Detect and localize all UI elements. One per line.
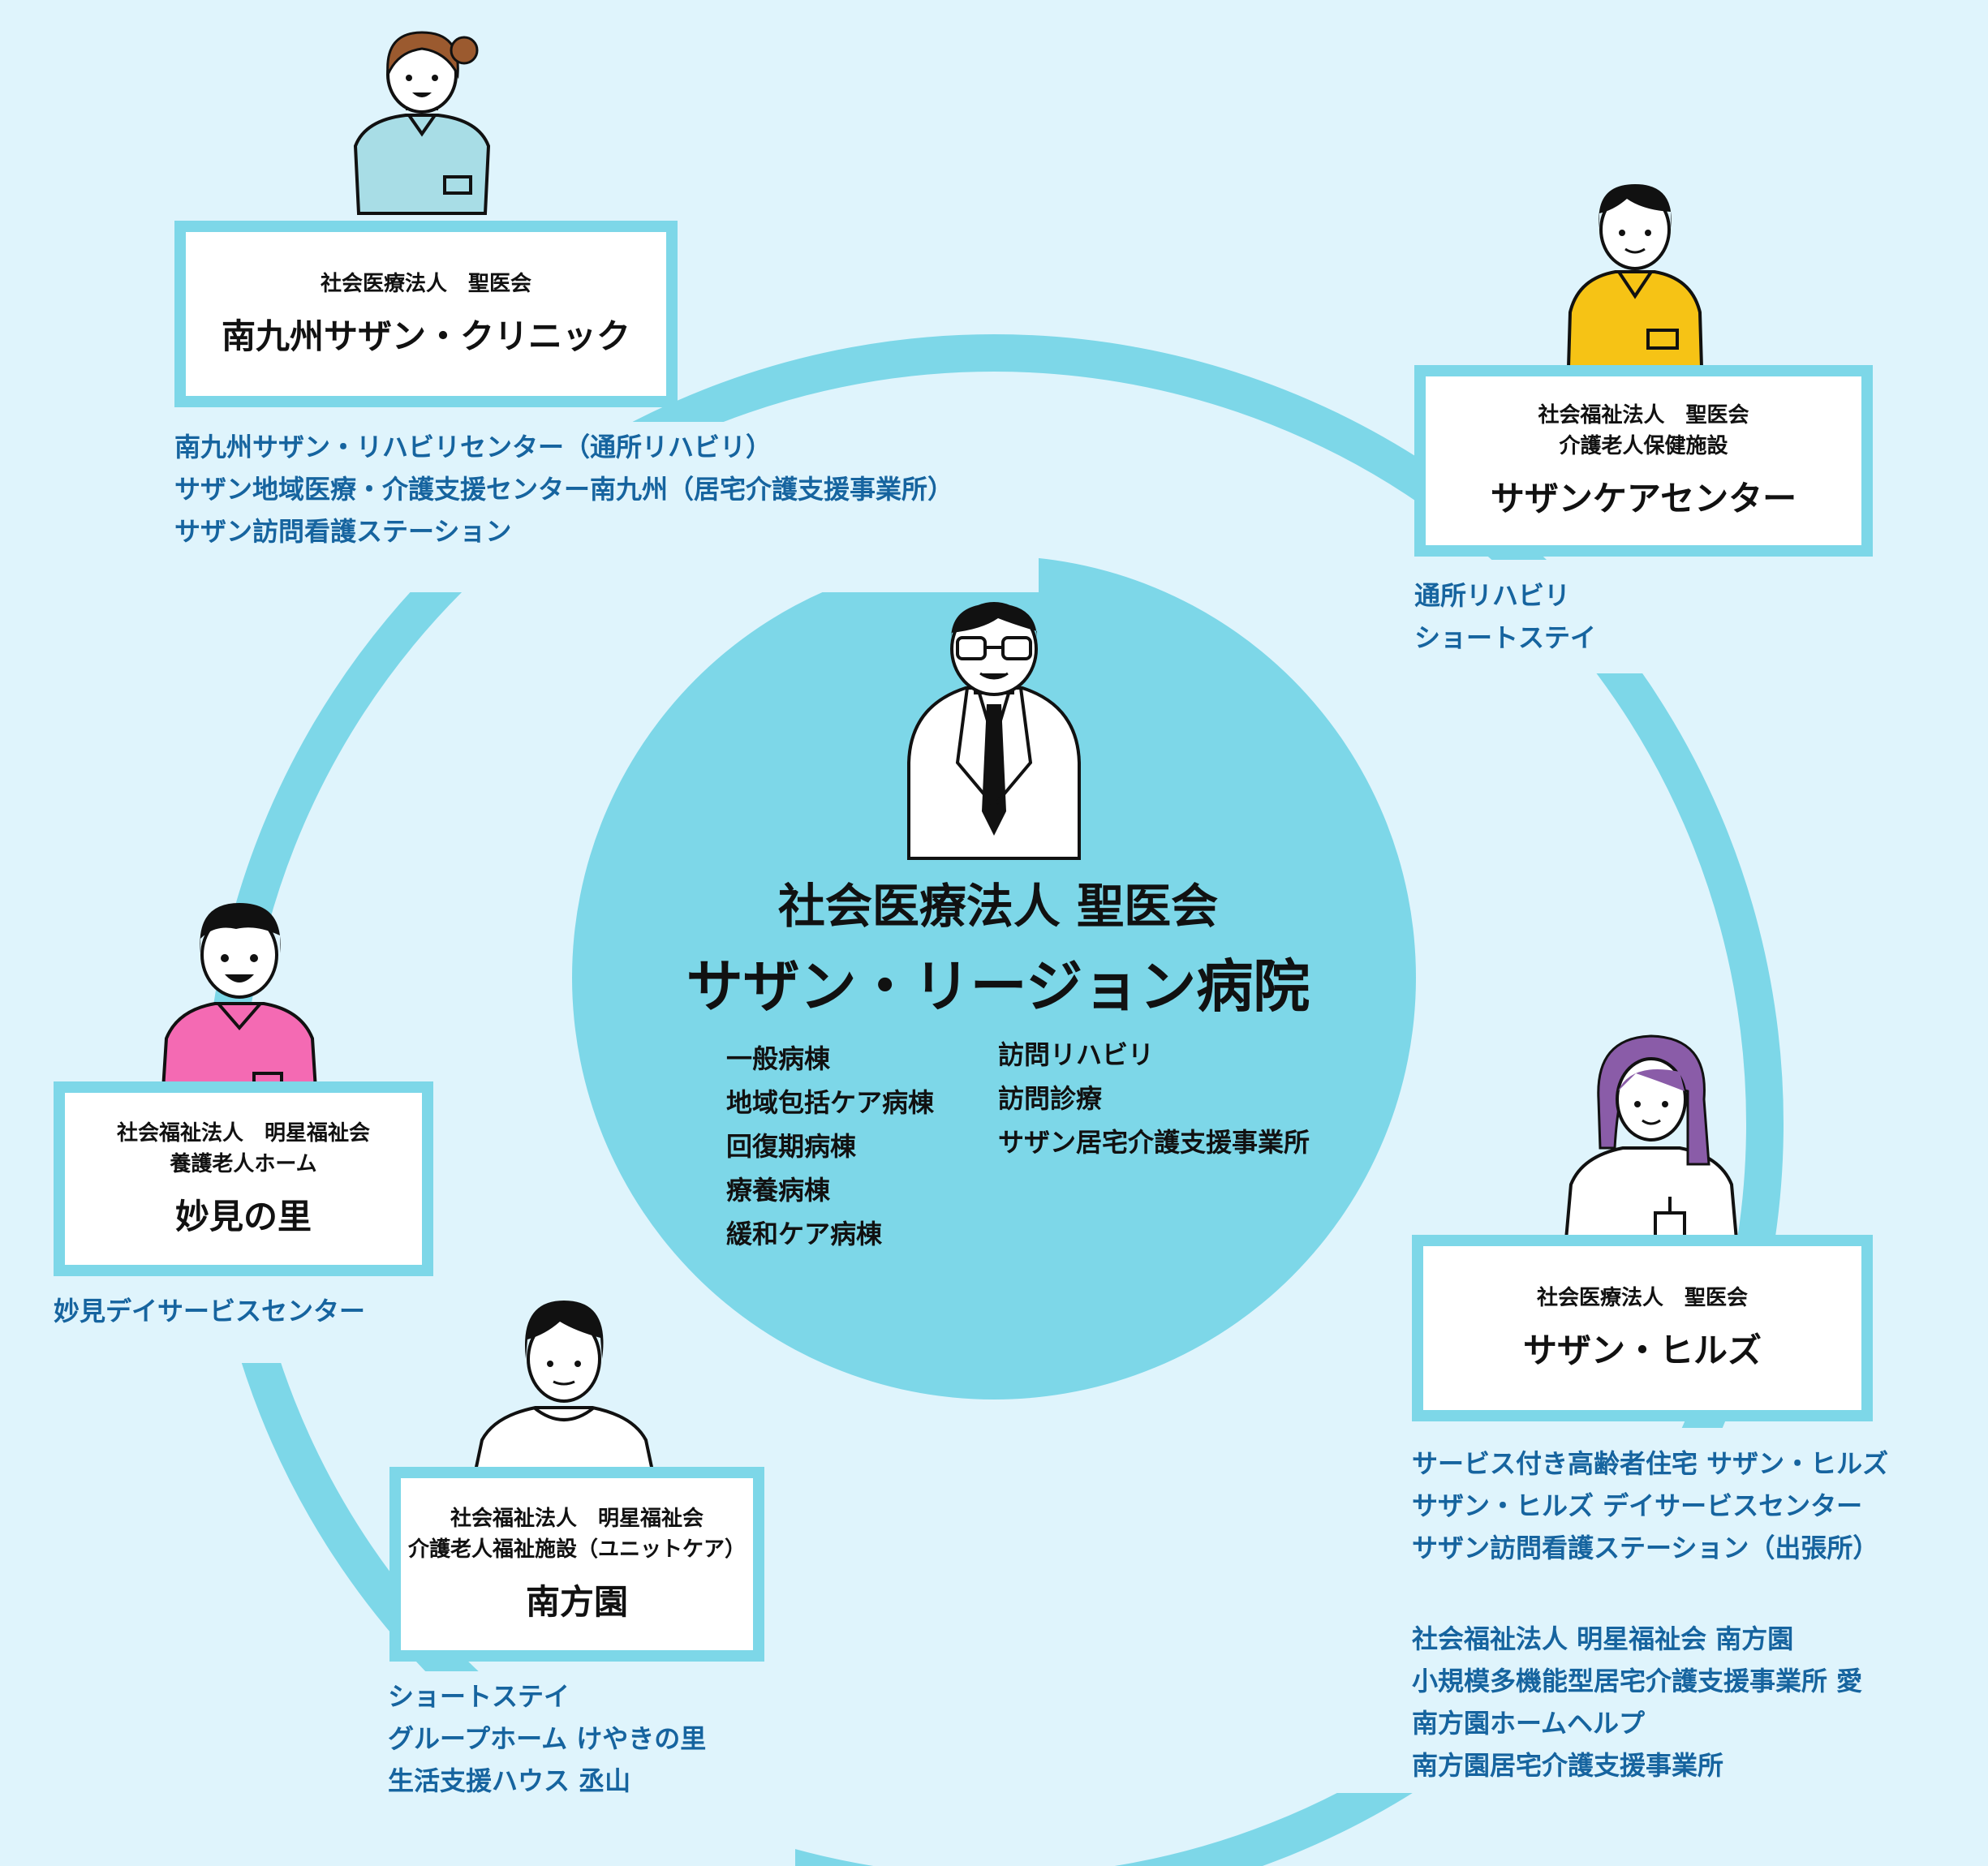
ring-gap-left-mid (32, 1274, 406, 1363)
service-item: 小規模多機能型居宅介護支援事業所 愛 (1412, 1666, 1863, 1696)
service-item: 社会福祉法人 明星福祉会 南方園 (1412, 1623, 1794, 1654)
southern-hills-services-2: 社会福祉法人 明星福祉会 南方園 小規模多機能型居宅介護支援事業所 愛 南方園ホ… (1412, 1618, 1862, 1786)
facility-southern-hills: 社会医療法人 聖医会 サザン・ヒルズ (1412, 1235, 1873, 1421)
clinic-services: 南九州サザン・リハビリセンター（通所リハビリ） サザン地域医療・介護支援センター… (174, 426, 953, 552)
doctor-illustration (907, 602, 1081, 860)
facility-org: 社会医療法人 聖医会 (1536, 1285, 1748, 1310)
facility-org-type: 介護老人保健施設 (1559, 433, 1728, 458)
service-item: 南方園ホームヘルプ (1412, 1708, 1646, 1739)
department-item: 回復期病棟 (726, 1131, 857, 1162)
caregiver-pink-illustration (161, 903, 318, 1091)
facility-name: サザン・ヒルズ (1522, 1331, 1762, 1371)
myoken-services: 妙見デイサービスセンター (54, 1290, 365, 1332)
caregiver-yellow-illustration (1566, 184, 1704, 369)
service-item: ショートステイ (388, 1681, 570, 1712)
center-departments-right: 訪問リハビリ 訪問診療 サザン居宅介護支援事業所 (998, 1033, 1310, 1164)
facility-org: 社会福祉法人 明星福祉会 (116, 1120, 370, 1146)
center-hospital-name: サザン・リージョン病院 (686, 953, 1310, 1020)
department-item: 地域包括ケア病棟 (726, 1087, 935, 1118)
facility-org-type: 養護老人ホーム (170, 1151, 317, 1176)
ring-gap-left-top (146, 422, 1039, 592)
center-departments-left: 一般病棟 地域包括ケア病棟 回復期病棟 療養病棟 緩和ケア病棟 (726, 1037, 934, 1256)
department-item: 療養病棟 (726, 1175, 831, 1206)
service-item: 通所リハビリ (1414, 580, 1571, 611)
service-item: サザン・ヒルズ デイサービスセンター (1412, 1490, 1863, 1521)
facility-org: 社会医療法人 聖医会 (320, 271, 531, 296)
facility-org-type: 介護老人福祉施設（ユニットケア） (407, 1537, 746, 1562)
service-item: 生活支援ハウス 丞山 (388, 1765, 631, 1796)
service-item: サザン訪問看護ステーション（出張所） (1412, 1533, 1879, 1563)
service-item: 南方園居宅介護支援事業所 (1412, 1750, 1724, 1781)
nurse-illustration (353, 31, 491, 215)
facility-care-center: 社会福祉法人 聖医会 介護老人保健施設 サザンケアセンター (1414, 365, 1873, 557)
service-item: ショートステイ (1414, 622, 1597, 653)
caregiver-white-illustration (473, 1301, 655, 1473)
care-center-services: 通所リハビリ ショートステイ (1414, 574, 1596, 659)
service-item: 妙見デイサービスセンター (54, 1296, 366, 1326)
department-item: 緩和ケア病棟 (726, 1219, 883, 1249)
center-circle (572, 556, 1416, 1400)
ring-gap-right-bottom (1331, 1428, 1931, 1793)
service-item: サザン訪問看護ステーション (174, 516, 512, 547)
department-item: 訪問診療 (998, 1083, 1103, 1114)
facility-name: 南九州サザン・クリニック (221, 316, 630, 357)
department-item: 訪問リハビリ (998, 1039, 1155, 1070)
facility-name: 南方園 (525, 1582, 628, 1623)
service-item: 南九州サザン・リハビリセンター（通所リハビリ） (174, 432, 772, 462)
facility-name: サザンケアセンター (1490, 479, 1797, 519)
southern-hills-services: サービス付き高齢者住宅 サザン・ヒルズ サザン・ヒルズ デイサービスセンター サ… (1412, 1442, 1888, 1569)
facility-org: 社会福祉法人 明星福祉会 (450, 1506, 704, 1531)
center-org: 社会医療法人 聖医会 (777, 879, 1219, 934)
facility-myoken: 社会福祉法人 明星福祉会 養護老人ホーム 妙見の里 (54, 1081, 433, 1276)
caregiver-purple-hair-illustration (1564, 1034, 1739, 1241)
service-item: サザン地域医療・介護支援センター南九州（居宅介護支援事業所） (174, 474, 954, 505)
ring-gap-bottom (373, 1671, 795, 1866)
nanpoen-services: ショートステイ グループホーム けやきの里 生活支援ハウス 丞山 (388, 1675, 706, 1802)
facility-clinic: 社会医療法人 聖医会 南九州サザン・クリニック (174, 221, 678, 407)
service-item: グループホーム けやきの里 (388, 1723, 707, 1754)
service-item: サービス付き高齢者住宅 サザン・ヒルズ (1412, 1448, 1889, 1479)
department-item: 一般病棟 (726, 1043, 831, 1074)
ring-gap-right-top (1379, 560, 1753, 673)
department-item: サザン居宅介護支援事業所 (998, 1127, 1310, 1158)
facility-org: 社会福祉法人 聖医会 (1538, 402, 1749, 428)
facility-name: 妙見の里 (174, 1197, 312, 1237)
facility-nanpoen: 社会福祉法人 明星福祉会 介護老人福祉施設（ユニットケア） 南方園 (389, 1467, 764, 1662)
